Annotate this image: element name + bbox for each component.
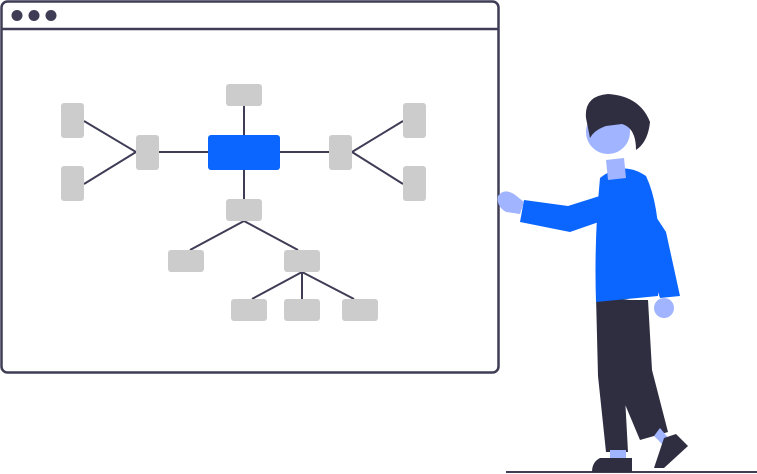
diagram-node-bottom-right[interactable] bbox=[342, 299, 378, 321]
diagram-node-left-bottom[interactable] bbox=[61, 166, 84, 201]
window-frame bbox=[0, 0, 500, 374]
person-arm-front bbox=[520, 194, 616, 232]
diagram-node-bottom-left[interactable] bbox=[231, 299, 267, 321]
diagram-node-right-top[interactable] bbox=[403, 103, 426, 138]
person-neck bbox=[606, 158, 626, 180]
person-leg-front bbox=[596, 296, 630, 452]
diagram-node-right-hub[interactable] bbox=[329, 135, 352, 170]
window-control-dot-icon[interactable] bbox=[11, 10, 23, 21]
diagram-node-left-hub[interactable] bbox=[136, 135, 159, 170]
person-ankle bbox=[610, 450, 626, 460]
diagram-node-center[interactable] bbox=[208, 135, 280, 170]
person-illustration bbox=[497, 94, 688, 472]
window-control-dot-icon[interactable] bbox=[28, 10, 40, 21]
person-shoe bbox=[654, 434, 688, 468]
diagram-node-top[interactable] bbox=[226, 84, 262, 106]
person-shoe bbox=[592, 458, 632, 472]
person-hand-back bbox=[654, 298, 674, 318]
diagram-node-lower-right-hub[interactable] bbox=[284, 250, 320, 272]
person-hair bbox=[585, 94, 650, 150]
diagram-node-left-top[interactable] bbox=[61, 103, 84, 138]
diagram-edge-lower-right-hub-to-bottom-left bbox=[251, 271, 303, 300]
diagram-edge-lower-hub-to-lower-left bbox=[189, 220, 245, 251]
window-control-dot-icon[interactable] bbox=[45, 10, 57, 21]
diagram-node-lower-left[interactable] bbox=[168, 250, 204, 272]
person-torso bbox=[595, 168, 660, 302]
diagram-edges bbox=[83, 106, 404, 300]
diagram-edge-lower-right-hub-to-bottom-right bbox=[301, 271, 355, 300]
diagram-edge-right-hub-to-right-top bbox=[351, 120, 404, 153]
diagram-edge-lower-hub-to-lower-right-hub bbox=[243, 220, 299, 251]
diagram-nodes bbox=[61, 84, 426, 321]
browser-window bbox=[0, 0, 500, 374]
diagram-edge-right-hub-to-right-bottom bbox=[351, 151, 404, 185]
diagram-node-right-bottom[interactable] bbox=[403, 166, 426, 201]
diagram-edge-left-hub-to-left-top bbox=[83, 120, 137, 153]
diagram-edge-left-hub-to-left-bottom bbox=[83, 151, 137, 185]
person-hand-front bbox=[497, 191, 524, 214]
diagram-node-bottom-mid[interactable] bbox=[284, 299, 320, 321]
diagram-node-lower-hub[interactable] bbox=[226, 199, 262, 221]
